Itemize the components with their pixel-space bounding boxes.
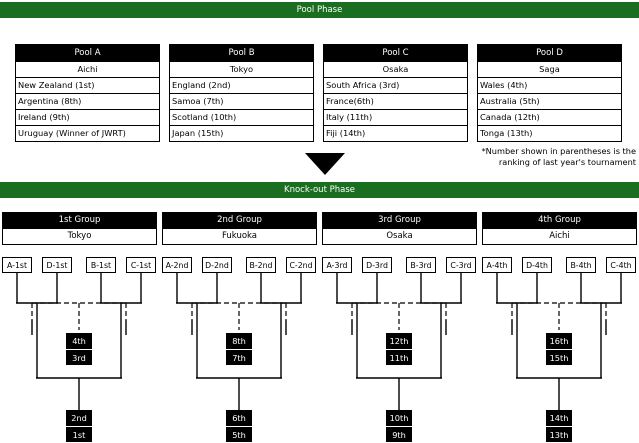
down-triangle-icon [305,153,345,175]
group-3-upper-bottom-rank: 11th [386,349,412,365]
group-3-seed-1: A-3rd [322,257,352,273]
pool-b-team-2: Samoa (7th) [169,94,314,110]
pool-c-team-4: Fiji (14th) [323,126,468,142]
group-1-upper-top-rank: 4th [66,333,92,349]
pool-a-city: Aichi [15,62,160,78]
group-1-seed-4: C-1st [126,257,156,273]
group-4-header-block: 4th Group Aichi [482,212,637,245]
pool-phase-title: Pool Phase [0,2,639,18]
group-3-seed-3: B-3rd [406,257,436,273]
group-2-header-block: 2nd Group Fukuoka [162,212,317,245]
pool-d-table: Pool D Saga Wales (4th) Australia (5th) … [477,44,622,142]
group-4-seed-2: D-4th [522,257,552,273]
group-3-header-block: 3rd Group Osaka [322,212,477,245]
group-4-seed-3: B-4th [566,257,596,273]
group-3-final-top-rank: 10th [386,410,412,426]
pool-d-team-1: Wales (4th) [477,78,622,94]
group-2-upper-top-rank: 8th [226,333,252,349]
group-4-upper-bottom-rank: 15th [546,349,572,365]
group-2-final-bottom-rank: 5th [226,426,252,442]
pool-b-header: Pool B [169,44,314,62]
group-3-seed-2: D-3rd [362,257,392,273]
group-4-city: Aichi [482,229,637,245]
pool-a-header: Pool A [15,44,160,62]
group-2-seed-2: D-2nd [202,257,232,273]
pool-c-header: Pool C [323,44,468,62]
group-2-final-top-rank: 6th [226,410,252,426]
group-1-seed-2: D-1st [42,257,72,273]
group-1-final-bottom-rank: 1st [66,426,92,442]
group-2-city: Fukuoka [162,229,317,245]
group-2-seed-1: A-2nd [162,257,192,273]
group-3-city: Osaka [322,229,477,245]
group-3-upper-top-rank: 12th [386,333,412,349]
pool-b-team-1: England (2nd) [169,78,314,94]
pool-b-team-4: Japan (15th) [169,126,314,142]
group-2-seed-4: C-2nd [286,257,316,273]
group-4-final-bottom-rank: 13th [546,426,572,442]
group-1-city: Tokyo [2,229,157,245]
group-2-upper-bottom-rank: 7th [226,349,252,365]
pool-a-team-3: Ireland (9th) [15,110,160,126]
group-1-header: 1st Group [2,212,157,229]
group-2-header: 2nd Group [162,212,317,229]
group-3-seed-4: C-3rd [446,257,476,273]
group-1-header-block: 1st Group Tokyo [2,212,157,245]
pool-b-team-3: Scotland (10th) [169,110,314,126]
group-2-seed-3: B-2nd [246,257,276,273]
group-3-header: 3rd Group [322,212,477,229]
pool-b-city: Tokyo [169,62,314,78]
pool-b-table: Pool B Tokyo England (2nd) Samoa (7th) S… [169,44,314,142]
group-1-upper-bottom-rank: 3rd [66,349,92,365]
pool-c-team-2: France(6th) [323,94,468,110]
pool-c-table: Pool C Osaka South Africa (3rd) France(6… [323,44,468,142]
pool-a-team-1: New Zealand (1st) [15,78,160,94]
pool-d-team-4: Tonga (13th) [477,126,622,142]
ranking-note: *Number shown in parentheses is the rank… [456,146,636,168]
ranking-note-line-2: ranking of last year's tournament [498,157,636,167]
pool-a-table: Pool A Aichi New Zealand (1st) Argentina… [15,44,160,142]
pool-a-team-2: Argentina (8th) [15,94,160,110]
group-4-seed-1: A-4th [482,257,512,273]
pool-d-header: Pool D [477,44,622,62]
pool-c-team-1: South Africa (3rd) [323,78,468,94]
pool-d-city: Saga [477,62,622,78]
group-4-header: 4th Group [482,212,637,229]
pool-c-team-3: Italy (11th) [323,110,468,126]
pool-c-city: Osaka [323,62,468,78]
group-3-final-bottom-rank: 9th [386,426,412,442]
group-4-seed-4: C-4th [606,257,636,273]
group-1-seed-3: B-1st [86,257,116,273]
group-1-final-top-rank: 2nd [66,410,92,426]
group-4-final-top-rank: 14th [546,410,572,426]
pool-d-team-3: Canada (12th) [477,110,622,126]
group-1-seed-1: A-1st [2,257,32,273]
group-4-upper-top-rank: 16th [546,333,572,349]
pool-d-team-2: Australia (5th) [477,94,622,110]
knockout-phase-title: Knock-out Phase [0,182,639,198]
pool-a-team-4: Uruguay (Winner of JWRT) [15,126,160,142]
ranking-note-line-1: *Number shown in parentheses is the [481,146,636,156]
